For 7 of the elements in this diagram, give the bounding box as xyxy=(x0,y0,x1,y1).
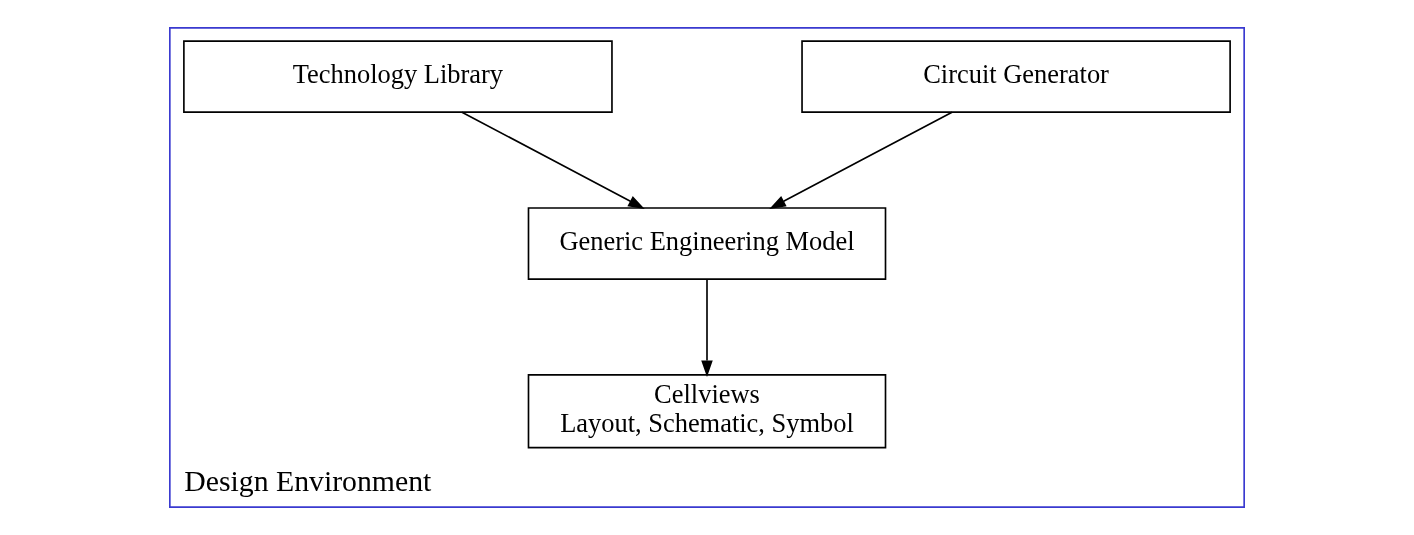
node-box: Technology Library xyxy=(183,40,613,113)
node-box: Cellviews Layout, Schematic, Symbol xyxy=(527,374,887,449)
arrow xyxy=(701,278,713,377)
node-box: Circuit Generator xyxy=(801,40,1231,113)
arrow xyxy=(769,111,953,209)
node-box: Generic Engineering Model xyxy=(527,207,887,280)
arrow xyxy=(461,111,645,209)
